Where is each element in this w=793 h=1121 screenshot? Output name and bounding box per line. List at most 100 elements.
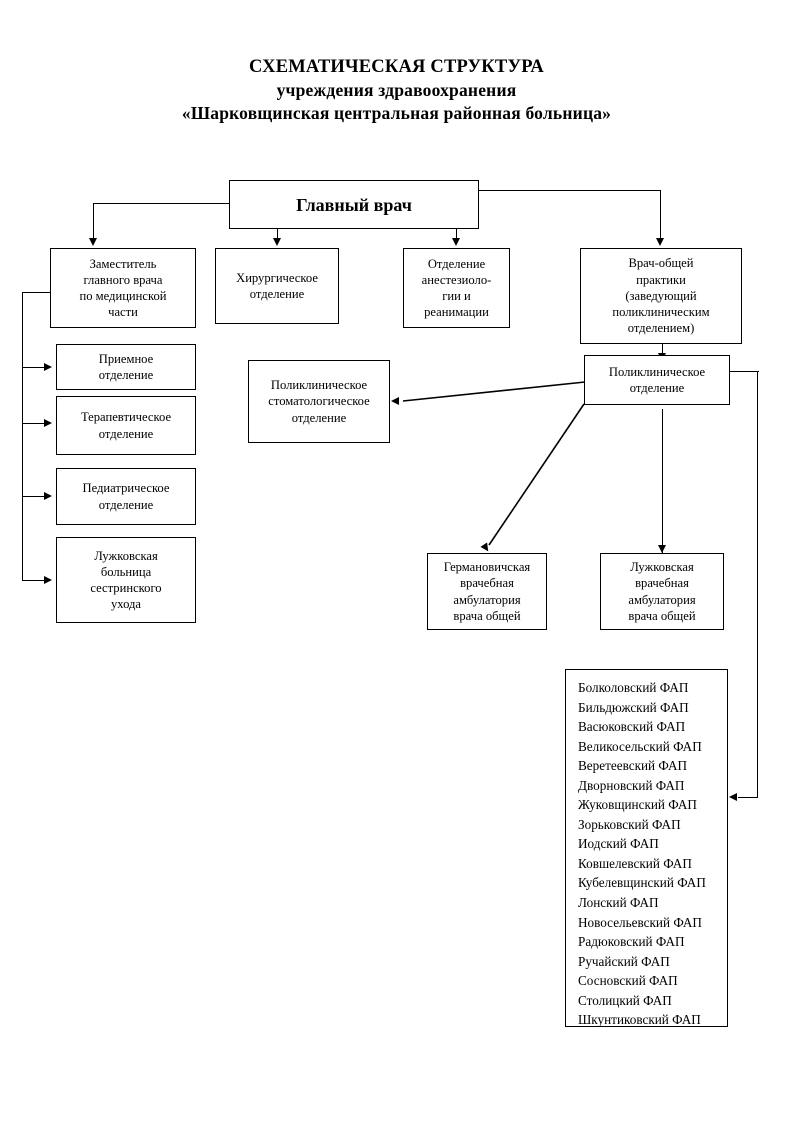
fap-list-item[interactable]: Веретеевский ФАП xyxy=(578,758,688,774)
connector-spine-to-therapy xyxy=(22,423,45,425)
fap-list-item[interactable]: Иодский ФАП xyxy=(578,836,659,852)
node-text-line: Хирургическое xyxy=(236,270,318,285)
node-text-line: по медицинской xyxy=(79,289,167,303)
connector-deputy-spine-vertical xyxy=(22,292,24,580)
arrowhead-pediatrics xyxy=(44,491,52,500)
arrowhead-germanovichi xyxy=(480,542,492,554)
fap-list-item[interactable]: Васюковский ФАП xyxy=(578,719,686,735)
fap-list-item[interactable]: Бильдюжский ФАП xyxy=(578,699,689,715)
title-line-3: «Шарковщинская центральная районная боль… xyxy=(181,103,612,123)
node-surgery-department[interactable]: Хирургическое отделение xyxy=(215,248,339,324)
node-text-line: отделение xyxy=(98,426,154,441)
connector-spine-to-pediatrics xyxy=(22,496,45,498)
arrowhead-anesthesia xyxy=(451,238,460,246)
connector-chief-to-gp-horizontal xyxy=(479,190,661,192)
node-polyclinic-department[interactable]: Поликлиническое отделение xyxy=(584,355,730,405)
connector-chief-to-surgery xyxy=(277,228,279,239)
connector-polyclinic-to-fap-horizontal-bottom xyxy=(738,797,758,799)
node-text-line: ухода xyxy=(110,597,142,612)
page-title: СХЕМАТИЧЕСКАЯ СТРУКТУРА учреждения здрав… xyxy=(0,56,793,125)
node-text-line: Отделение xyxy=(427,256,486,271)
fap-list-item[interactable]: Ручайский ФАП xyxy=(578,953,670,969)
node-text-line: отделение xyxy=(98,497,154,512)
fap-list-item[interactable]: Сосновский ФАП xyxy=(578,973,678,989)
title-line-2: учреждения здравоохранения xyxy=(276,80,517,100)
node-text-line: Поликлиническое xyxy=(270,378,368,393)
node-text-line: Поликлиническое xyxy=(608,364,706,379)
node-text-line: реанимации xyxy=(424,305,489,320)
node-text-line: Лужковская xyxy=(94,548,158,563)
node-text-line: Германовичская xyxy=(443,560,531,575)
fap-list-item[interactable]: Радюковский ФАП xyxy=(578,934,685,950)
fap-list-item[interactable]: Новосельевский ФАП xyxy=(578,914,702,930)
node-text-line: отделение xyxy=(629,381,685,395)
node-text-line: Заместитель xyxy=(89,256,157,271)
connector-polyclinic-to-fap-horizontal-top xyxy=(730,371,759,373)
connector-gp-to-polyclinic xyxy=(662,344,664,354)
node-text-line: врачебная xyxy=(460,576,514,591)
node-polyclinic-department-label: Поликлиническое отделение xyxy=(589,364,725,396)
arrowhead-fap-list xyxy=(729,793,737,801)
arrowhead-deputy xyxy=(88,238,97,246)
node-chief-physician[interactable]: Главный врач xyxy=(229,180,479,229)
connector-chief-to-deputy-vertical xyxy=(93,203,95,238)
fap-list-item[interactable]: Столицкий ФАП xyxy=(578,992,672,1008)
node-text-line: гии и xyxy=(442,289,471,303)
arrowhead-luzhki-hospital xyxy=(44,575,52,584)
node-text-line: Лужковская xyxy=(630,560,694,575)
fap-list-item[interactable]: Кубелевщинский ФАП xyxy=(578,875,706,891)
node-text-line: амбулатория xyxy=(453,592,521,607)
fap-list-item[interactable]: Зорьковский ФАП xyxy=(578,816,681,832)
arrowhead-admission xyxy=(44,362,52,371)
node-text-line: отделение xyxy=(249,287,305,301)
node-text-line: Приемное xyxy=(98,351,154,366)
node-text-line: Педиатрическое xyxy=(82,481,170,496)
fap-list-item[interactable]: Дворновский ФАП xyxy=(578,777,685,793)
node-text-line: анестезиоло- xyxy=(421,272,492,287)
fap-list-item[interactable]: Великосельский ФАП xyxy=(578,738,702,754)
fap-list-item[interactable]: Болколовский ФАП xyxy=(578,680,689,695)
node-fap-list[interactable]: Болколовский ФАП Бильдюжский ФАП Васюковск… xyxy=(565,669,728,1027)
node-text-line: отделением) xyxy=(627,321,695,336)
node-text-line: больница xyxy=(100,564,152,579)
title-line-1: СХЕМАТИЧЕСКАЯ СТРУКТУРА xyxy=(249,57,544,77)
node-text-line: Терапевтическое xyxy=(80,410,172,425)
arrowhead-gp xyxy=(655,238,664,246)
arrowhead-luzhki-amb xyxy=(657,545,666,553)
connector-spine-to-luzhki-hospital xyxy=(22,580,45,582)
fap-list-item[interactable]: Жуковщинский ФАП xyxy=(578,797,697,813)
fap-list-item[interactable]: Лонский ФАП xyxy=(578,895,659,911)
connector-polyclinic-to-fap-vertical xyxy=(757,371,759,798)
node-text-line: поликлиническим xyxy=(612,305,710,320)
fap-list-item[interactable]: Шкунтиковский ФАП xyxy=(578,1012,701,1028)
node-text-line: Врач-общей xyxy=(628,256,694,271)
arrowhead-surgery xyxy=(272,238,281,246)
node-text-line: части xyxy=(108,305,138,320)
node-text-line: практики xyxy=(636,272,686,287)
node-text-line: отделение xyxy=(291,410,347,425)
node-text-line: врача общей xyxy=(453,608,521,623)
fap-list-item[interactable]: Ковшелевский ФАП xyxy=(578,855,692,871)
arrowhead-therapy xyxy=(44,418,52,427)
node-text-line: врачебная xyxy=(635,576,689,591)
arrowhead-dental xyxy=(391,397,399,405)
connector-chief-to-gp-vertical xyxy=(660,190,662,238)
